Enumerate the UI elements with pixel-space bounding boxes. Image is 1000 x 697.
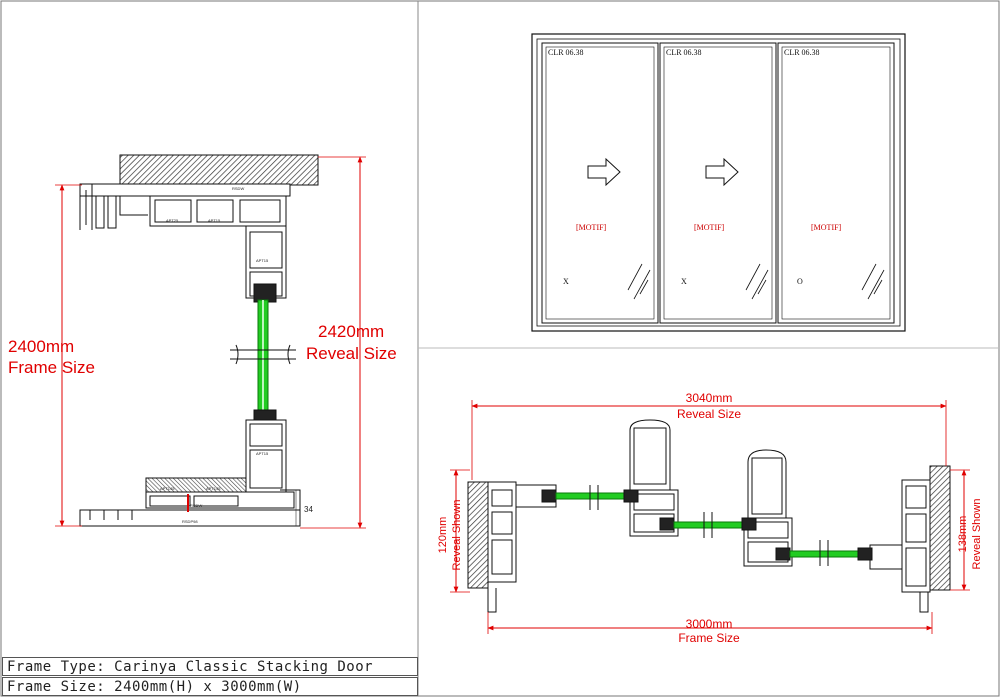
- part-code: APT145: [160, 486, 175, 491]
- panel-type-mark: X: [563, 277, 569, 286]
- right-jamb-timber: [929, 465, 951, 591]
- part-code: APT25: [166, 218, 179, 223]
- part-code: APT145: [206, 486, 221, 491]
- frame-width-label: Frame Size: [678, 631, 740, 645]
- glass-spec-label: CLR 06.38: [548, 48, 584, 57]
- reveal-width-label: Reveal Size: [677, 407, 741, 421]
- panel-3: [777, 42, 895, 324]
- part-code: APT15: [256, 451, 269, 456]
- outer-frame: [531, 33, 906, 332]
- slide-arrow-icon: [705, 157, 739, 187]
- horizontal-section-dimensions: 3040mm Reveal Size 3000mm Frame Size 120…: [437, 391, 983, 645]
- sill-dim-34: 34: [304, 505, 313, 514]
- head-timber: [119, 154, 319, 186]
- right-reveal-value: 138mm: [957, 516, 969, 553]
- panel-1: [541, 42, 659, 324]
- left-reveal-label: Reveal Shown: [451, 500, 463, 571]
- motif-label: [MOTIF]: [811, 223, 842, 232]
- panel-2: [659, 42, 777, 324]
- vertical-section-dimensions: 2400mm Frame Size 2420mm Reveal Size 34 …: [8, 156, 397, 529]
- frame-size-label: Frame Size: [8, 358, 95, 377]
- bottom-sash: [245, 419, 287, 493]
- horizontal-section: [467, 419, 951, 613]
- part-code: RSDP98: [182, 519, 198, 524]
- reveal-size-value: 2420mm: [318, 322, 384, 341]
- head-frame: [79, 183, 291, 197]
- glass-spec-label: CLR 06.38: [666, 48, 702, 57]
- motif-label: [MOTIF]: [576, 223, 607, 232]
- reveal-width-value: 3040mm: [686, 391, 733, 405]
- panel-type-mark: X: [681, 277, 687, 286]
- frame-width-value: 3000mm: [686, 617, 733, 631]
- slide-arrow-icon: [587, 157, 621, 187]
- reveal-size-label: Reveal Size: [306, 344, 397, 363]
- glass-reflection-icon: [627, 263, 651, 300]
- left-reveal-value: 120mm: [437, 517, 449, 554]
- part-code: RSDW: [190, 503, 202, 508]
- right-reveal-label: Reveal Shown: [971, 499, 983, 570]
- glass-reflection-icon: [861, 263, 885, 300]
- frame-size-value: 2400mm: [8, 337, 74, 356]
- glass-spec-label: CLR 06.38: [784, 48, 820, 57]
- part-code: APT15: [256, 258, 269, 263]
- frame-size-row: Frame Size: 2400mm(H) x 3000mm(W): [2, 677, 418, 696]
- part-code: RSDW: [232, 186, 244, 191]
- door-elevation: CLR 06.38 CLR 06.38 CLR 06.38 [MOTIF] [M…: [531, 33, 906, 332]
- frame-type-row: Frame Type: Carinya Classic Stacking Doo…: [2, 657, 418, 676]
- vertical-section: [79, 154, 319, 527]
- part-code: APT15: [208, 218, 221, 223]
- glass-reflection-icon: [745, 263, 769, 300]
- left-jamb-timber: [467, 481, 489, 589]
- motif-label: [MOTIF]: [694, 223, 725, 232]
- panel-type-mark: O: [797, 277, 803, 286]
